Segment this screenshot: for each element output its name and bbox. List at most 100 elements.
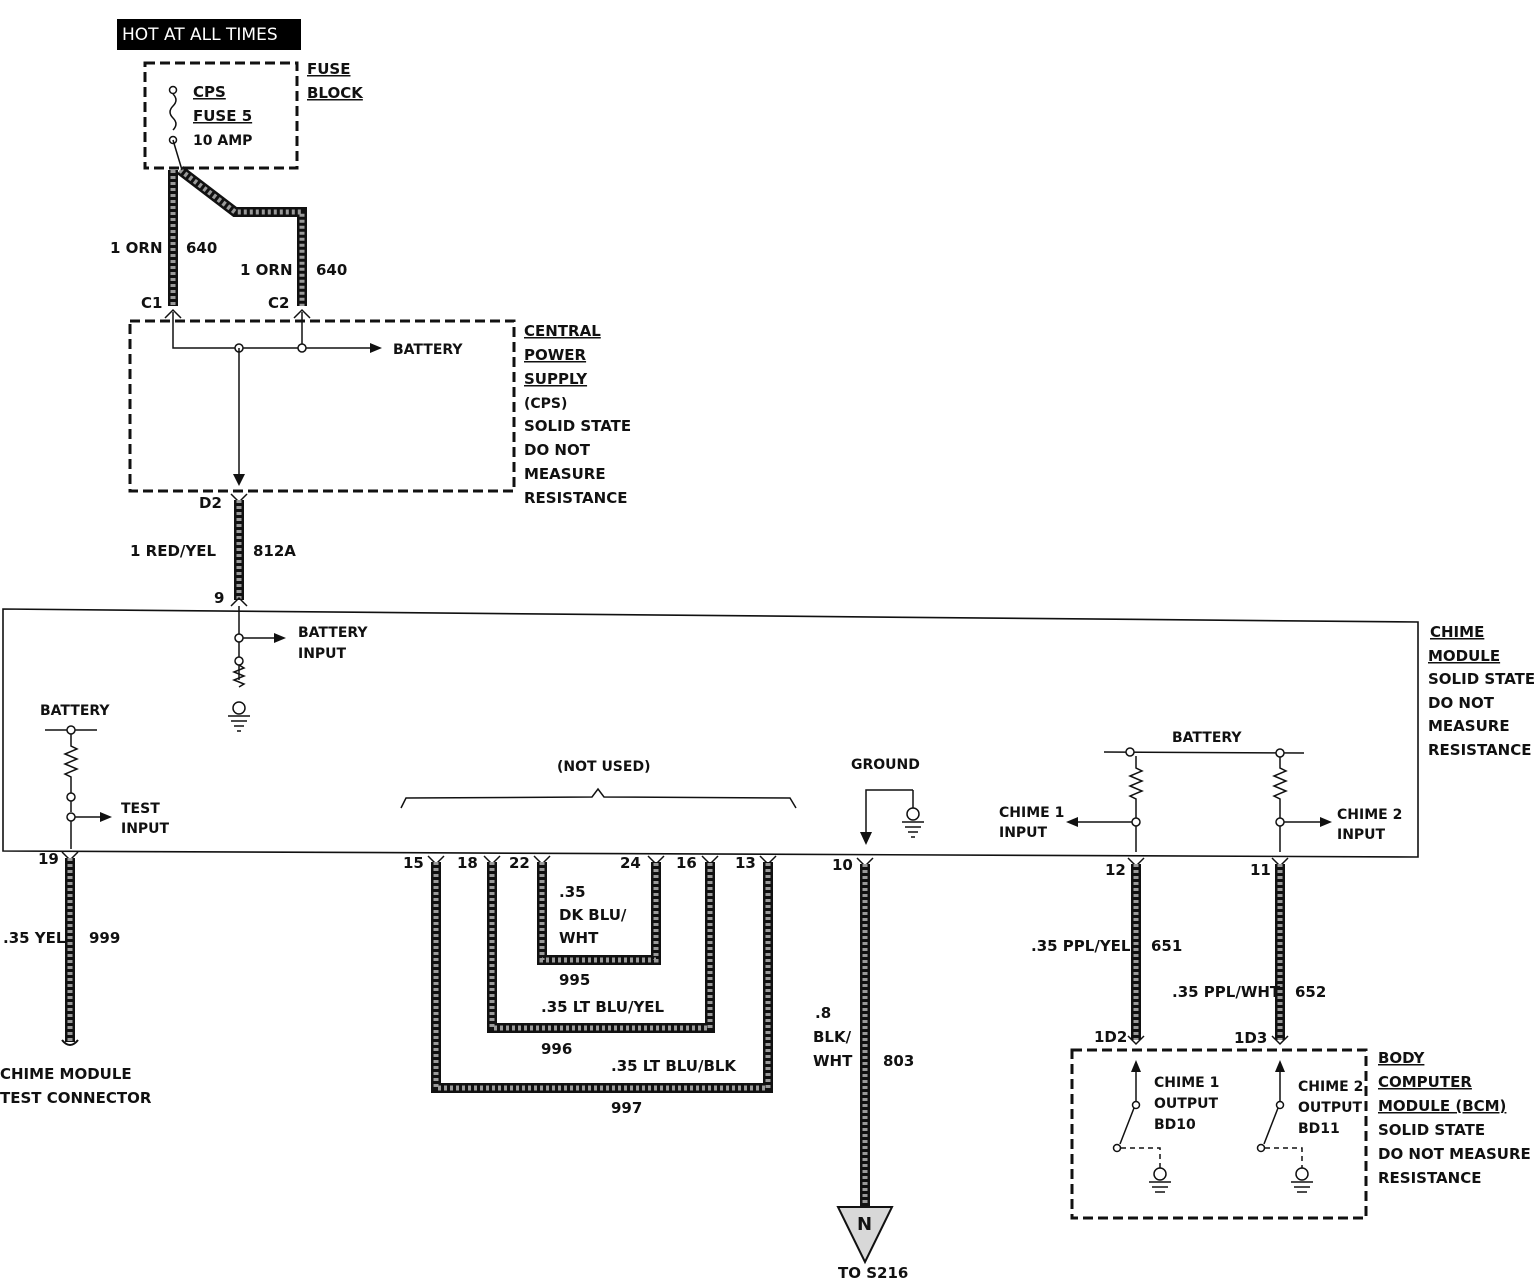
connector-c1 — [164, 308, 182, 319]
not-used-label: (NOT USED) — [557, 759, 650, 775]
battery-input-label-1: BATTERY — [298, 625, 368, 641]
chime1-input-arrow — [1066, 817, 1078, 827]
connector-9 — [230, 596, 248, 607]
w10-gauge: .8 — [815, 1004, 831, 1022]
battery-input-resistor — [231, 664, 247, 688]
cps-desc-5: SOLID STATE — [524, 417, 631, 435]
cps-desc-1: CENTRAL — [524, 322, 601, 340]
chime2-output-switch — [1256, 1060, 1313, 1193]
d2-wire-gauge: 1 RED/YEL — [130, 542, 216, 560]
chime-pin-19: 19 — [38, 850, 59, 868]
bcm-desc-2: COMPUTER — [1378, 1073, 1472, 1091]
chime2-input-label-1: CHIME 2 — [1337, 807, 1402, 823]
cps-d2-arrow — [233, 474, 245, 486]
chime1-node — [1131, 817, 1141, 827]
bcm-pin-1d2: 1D2 — [1094, 1028, 1127, 1046]
chime-pin-15: 15 — [403, 854, 424, 872]
test-input-label-2: INPUT — [121, 821, 170, 837]
battery-input-ground-icon — [232, 701, 246, 715]
cps-desc-3: SUPPLY — [524, 370, 588, 388]
connector-1d3 — [1271, 1035, 1289, 1046]
w11-circuit: 652 — [1295, 983, 1326, 1001]
c1-wire-circuit: 640 — [186, 239, 217, 257]
chime-pin-10: 10 — [832, 856, 853, 874]
w19-gauge: .35 YEL — [3, 929, 66, 947]
bcm-out2-label-2: OUTPUT — [1298, 1100, 1362, 1116]
chime-desc-6: RESISTANCE — [1428, 741, 1531, 759]
not-used-brace — [400, 787, 797, 809]
chime-pin-16: 16 — [676, 854, 697, 872]
test-input-arrow — [100, 812, 112, 822]
w997-circuit: 997 — [611, 1099, 642, 1117]
chime1-input-label-2: INPUT — [999, 825, 1048, 841]
wire-995-loop — [537, 862, 661, 965]
connector-c2 — [293, 308, 311, 319]
chime-pin-18: 18 — [457, 854, 478, 872]
ground-arrow — [860, 832, 872, 845]
test-connector-label-2: TEST CONNECTOR — [0, 1089, 152, 1107]
battery-right-rail — [1103, 751, 1305, 754]
chime2-input-label-2: INPUT — [1337, 827, 1386, 843]
wire-640-c2 — [176, 166, 307, 306]
bcm-outline — [1070, 1048, 1368, 1220]
chime-pin-24: 24 — [620, 854, 641, 872]
bcm-desc-6: RESISTANCE — [1378, 1169, 1481, 1187]
w995-circuit: 995 — [559, 971, 590, 989]
c1-wire-gauge: 1 ORN — [110, 239, 163, 257]
w19-circuit: 999 — [89, 929, 120, 947]
ground-reference-label: TO S216 — [838, 1264, 908, 1280]
fuse-rating: 10 AMP — [193, 133, 252, 149]
ground-label: GROUND — [851, 757, 920, 773]
battery-right-label: BATTERY — [1172, 730, 1242, 746]
test-input-label-1: TEST — [121, 801, 160, 817]
w12-gauge: .35 PPL/YEL — [1031, 937, 1131, 955]
chime2-resistor — [1272, 757, 1288, 818]
test-input-node-2 — [66, 812, 76, 822]
ground-reference-letter: N — [857, 1214, 872, 1235]
chime-module-outline — [2, 608, 1419, 858]
cps-pin-c1: C1 — [141, 294, 162, 312]
w10-circuit: 803 — [883, 1052, 914, 1070]
fuse-top-terminal — [168, 85, 178, 95]
d2-wire-circuit: 812A — [253, 542, 296, 560]
chime1-input-label-1: CHIME 1 — [999, 805, 1064, 821]
w11-gauge: .35 PPL/WHT — [1172, 983, 1281, 1001]
battery-input-node-1 — [234, 633, 244, 643]
c2-wire-gauge: 1 ORN — [240, 261, 293, 279]
chime-desc-5: MEASURE — [1428, 717, 1510, 735]
module-ground-icon — [906, 807, 920, 821]
chime2-node — [1275, 817, 1285, 827]
wire-997-loop — [431, 862, 773, 1093]
chime-desc-3: SOLID STATE — [1428, 670, 1534, 688]
cps-desc-7: MEASURE — [524, 465, 606, 483]
test-connector-label-1: CHIME MODULE — [0, 1065, 132, 1083]
chime-pin-22: 22 — [509, 854, 530, 872]
chime2-input-arrow — [1320, 817, 1332, 827]
chime-pin-13: 13 — [735, 854, 756, 872]
w12-circuit: 651 — [1151, 937, 1182, 955]
chime-description: CHIME MODULE SOLID STATE DO NOT MEASURE … — [1428, 623, 1534, 759]
test-input-node-1 — [66, 792, 76, 802]
bcm-out1-label-2: OUTPUT — [1154, 1096, 1218, 1112]
chime1-resistor — [1128, 756, 1144, 818]
module-ground-bars — [902, 821, 924, 838]
cps-node-2 — [297, 343, 307, 353]
bcm-pin-1d3: 1D3 — [1234, 1029, 1267, 1047]
chime1-output-switch — [1112, 1060, 1171, 1193]
cps-desc-8: RESISTANCE — [524, 489, 627, 507]
wire-996-loop — [487, 862, 715, 1033]
cps-desc-6: DO NOT — [524, 441, 591, 459]
fuse-name-1: CPS — [193, 83, 226, 101]
w995-gauge: .35 — [559, 883, 586, 901]
fuse-name-2: FUSE 5 — [193, 107, 252, 125]
bcm-out2-label-1: CHIME 2 — [1298, 1079, 1363, 1095]
bcm-desc-5: DO NOT MEASURE — [1378, 1145, 1531, 1163]
fuse-block-outline — [143, 61, 299, 170]
connector-1d2 — [1127, 1035, 1145, 1046]
chime-desc-2: MODULE — [1428, 647, 1500, 665]
fuse-block-title-2: BLOCK — [307, 84, 364, 102]
fuse-block-title-1: FUSE — [307, 60, 350, 78]
battery-right-node-2 — [1275, 748, 1285, 758]
battery-right-node-1 — [1125, 747, 1135, 757]
